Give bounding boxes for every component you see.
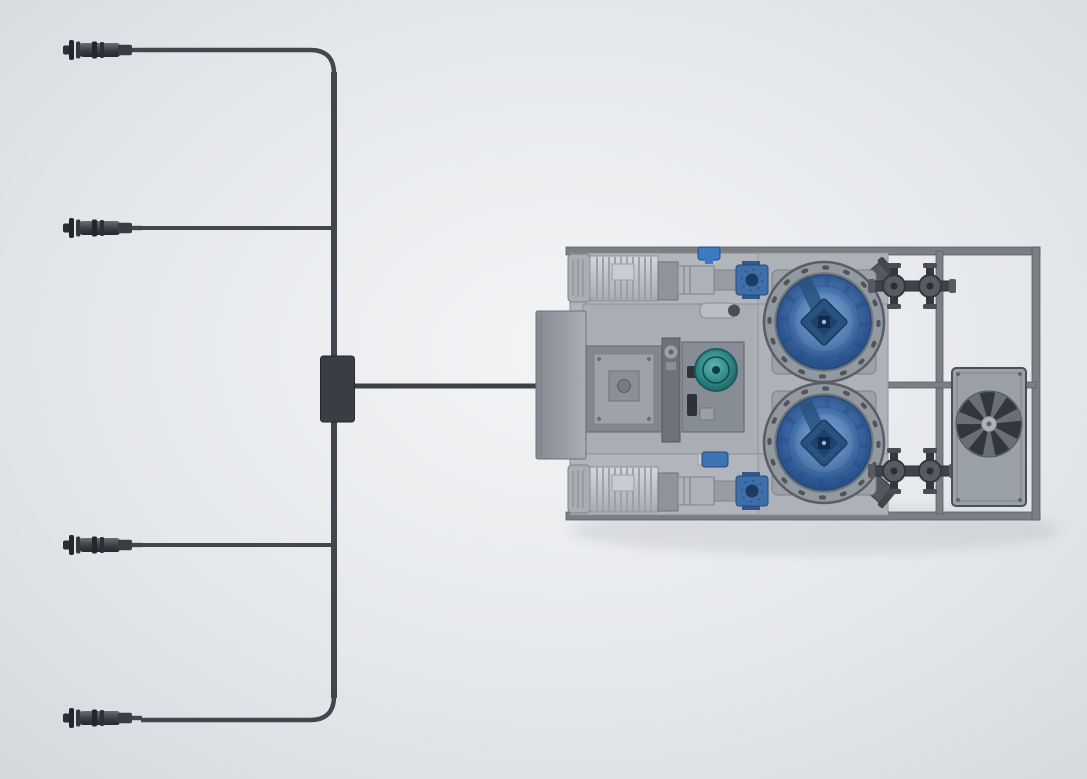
fan-panel-inner [956,372,1022,502]
channel-bracket [666,362,676,370]
manifold-block [320,355,355,423]
panel-screw [956,372,960,376]
machine-assembly [535,246,1041,521]
drive-channel [661,337,681,443]
teal-pump-hub [712,366,720,374]
fan-blades [957,392,1021,456]
fan-hub-bolt [986,421,992,427]
teal-pump-ring [702,356,730,384]
mixer-bolt [646,416,652,422]
panel-screw [1018,372,1022,376]
panel-screw [1018,498,1022,502]
mixer-bolt [596,416,602,422]
mixer-bolt [596,356,602,362]
fan-unit [951,367,1027,507]
valve-stem [705,258,713,264]
blower-bottom [764,383,884,503]
inlet-plenum [535,310,587,460]
panel-screw [956,498,960,502]
vent-slot [687,394,697,416]
mixer-unit [585,345,663,433]
mixer-bolt [646,356,652,362]
control-box [681,341,745,433]
cylinder-end-cap [728,304,740,317]
channel-motor-shaft [668,349,674,355]
piping-network [141,47,548,723]
blower-top [764,262,884,382]
junction-box [699,407,715,421]
mixer-shaft [617,379,631,393]
aux-motor [701,451,729,468]
